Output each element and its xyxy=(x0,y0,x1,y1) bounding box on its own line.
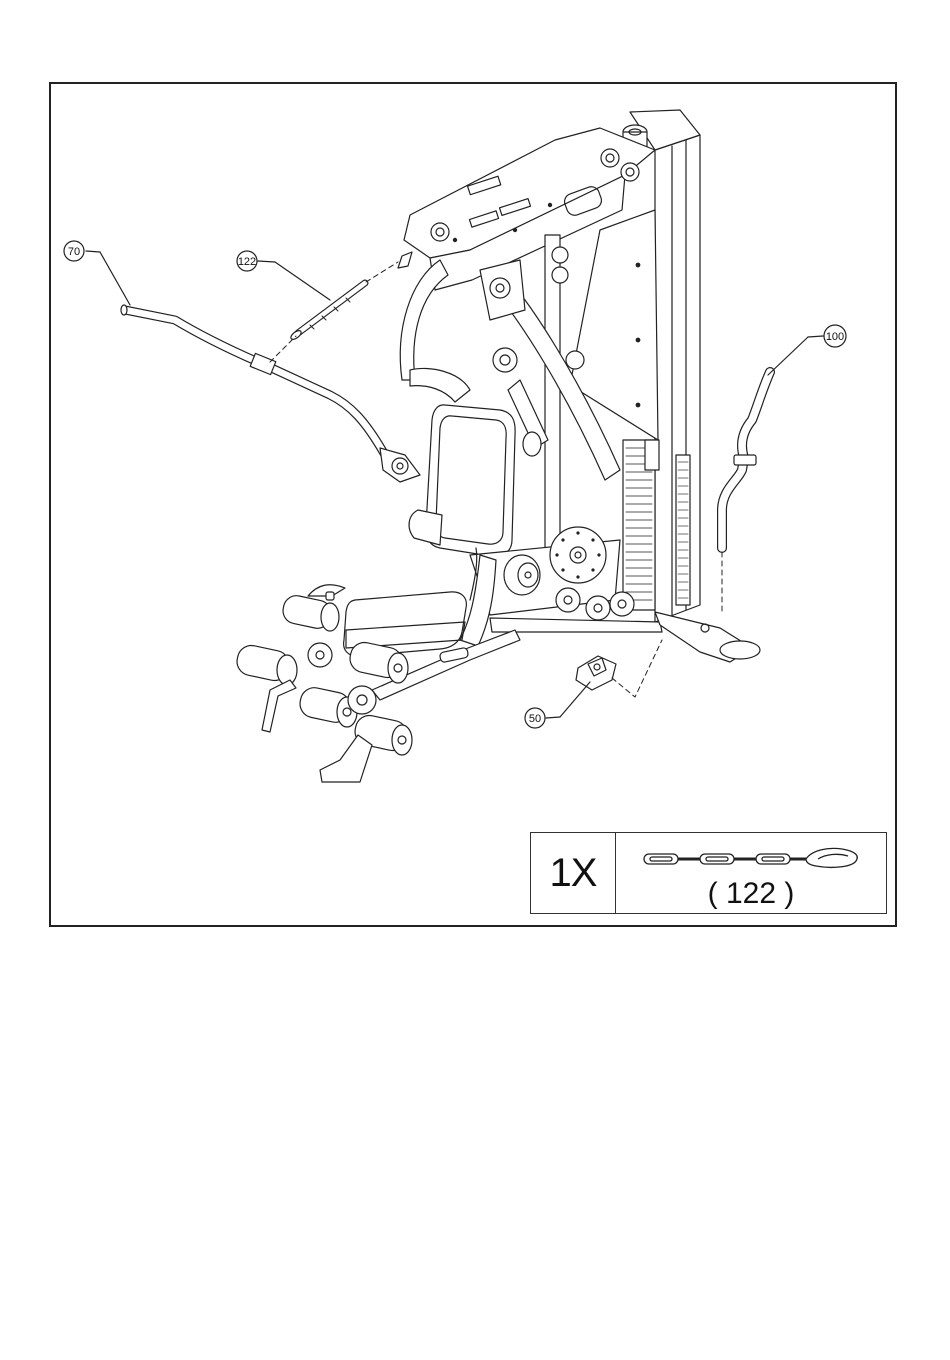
callout-50: 50 xyxy=(525,682,590,728)
callout-122: 122 xyxy=(237,251,330,300)
seat xyxy=(308,548,477,656)
callout-label: 70 xyxy=(68,246,80,258)
clip-part xyxy=(576,656,616,690)
chain-icon xyxy=(616,833,888,873)
part-cell: ( 122 ) xyxy=(616,833,886,913)
short-bar xyxy=(722,372,770,548)
quantity-cell: 1X xyxy=(531,833,616,913)
callout-label: 122 xyxy=(238,256,256,268)
chain-part xyxy=(289,252,412,341)
lat-bar xyxy=(121,305,420,482)
callout-70: 70 xyxy=(64,241,130,305)
parts-table: 1X ( 122 ) xyxy=(530,832,887,914)
part-number: ( 122 ) xyxy=(616,877,886,911)
callout-100: 100 xyxy=(768,325,846,375)
back-pad xyxy=(409,405,515,556)
callout-label: 50 xyxy=(529,713,541,725)
callout-label: 100 xyxy=(826,331,844,343)
